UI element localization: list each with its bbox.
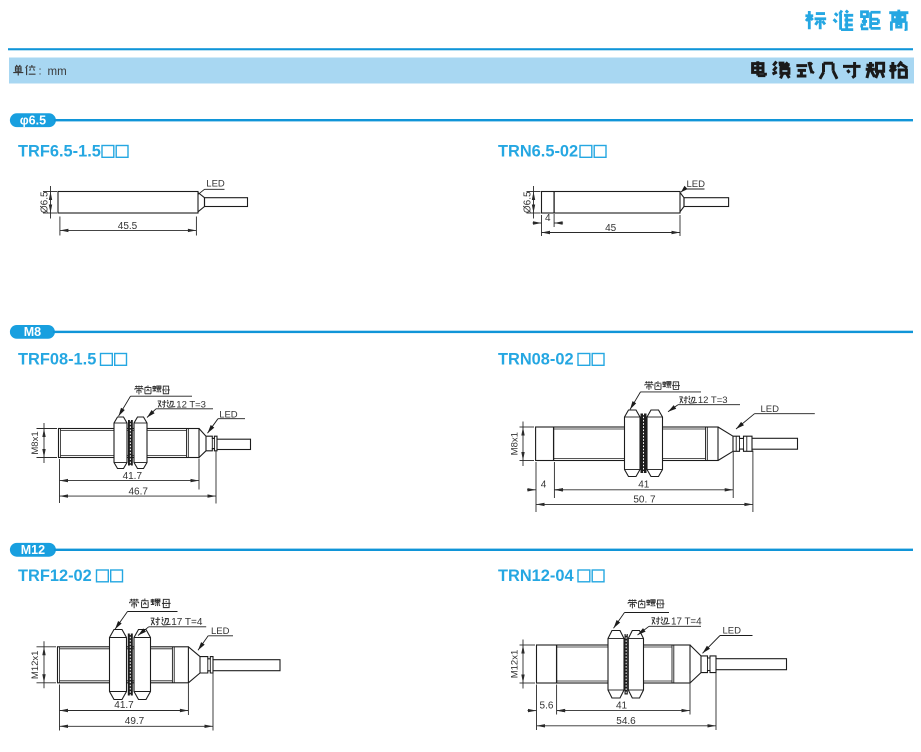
svg-text:LED: LED xyxy=(206,178,225,189)
svg-text:LED: LED xyxy=(723,626,742,637)
svg-text:TRF12-02: TRF12-02 xyxy=(18,567,92,585)
svg-text:12 T=3: 12 T=3 xyxy=(698,395,728,406)
svg-text:50. 7: 50. 7 xyxy=(633,495,656,506)
svg-text:M12: M12 xyxy=(21,543,45,557)
svg-text:41: 41 xyxy=(638,479,650,490)
svg-text:45: 45 xyxy=(605,223,617,234)
svg-text:LED: LED xyxy=(219,409,238,420)
svg-text:M12x1: M12x1 xyxy=(30,651,41,680)
svg-text:4: 4 xyxy=(545,213,551,224)
svg-text:41: 41 xyxy=(616,700,628,711)
svg-text:TRN12-04: TRN12-04 xyxy=(498,567,574,585)
svg-text:Ø6.5: Ø6.5 xyxy=(523,191,534,213)
svg-text:TRF08-1.5: TRF08-1.5 xyxy=(18,351,96,369)
svg-text:TRF6.5-1.5: TRF6.5-1.5 xyxy=(18,143,101,161)
svg-text::: : xyxy=(39,66,42,78)
svg-text:Ø6.5: Ø6.5 xyxy=(40,191,51,213)
svg-text:LED: LED xyxy=(211,626,230,637)
svg-text:M12x1: M12x1 xyxy=(509,650,520,679)
svg-text:TRN08-02: TRN08-02 xyxy=(498,351,574,369)
svg-text:mm: mm xyxy=(48,66,67,78)
svg-text:TRN6.5-02: TRN6.5-02 xyxy=(498,143,578,161)
svg-text:LED: LED xyxy=(687,179,706,190)
svg-text:54.6: 54.6 xyxy=(616,716,636,727)
svg-text:M8x1: M8x1 xyxy=(509,432,520,455)
svg-text:5.6: 5.6 xyxy=(540,700,554,711)
svg-text:41.7: 41.7 xyxy=(123,471,143,482)
svg-text:45.5: 45.5 xyxy=(118,221,138,232)
svg-text:46.7: 46.7 xyxy=(128,486,148,497)
svg-text:49.7: 49.7 xyxy=(125,716,145,727)
svg-text:M8: M8 xyxy=(24,325,41,339)
svg-text:17 T=4: 17 T=4 xyxy=(671,616,702,627)
svg-text:M8x1: M8x1 xyxy=(30,431,41,454)
svg-text:LED: LED xyxy=(761,404,780,415)
svg-text:4: 4 xyxy=(541,479,547,490)
svg-text:φ6.5: φ6.5 xyxy=(20,114,46,128)
svg-text:12 T=3: 12 T=3 xyxy=(176,399,206,410)
svg-text:17 T=4: 17 T=4 xyxy=(171,617,203,628)
svg-text:41.7: 41.7 xyxy=(114,700,134,711)
